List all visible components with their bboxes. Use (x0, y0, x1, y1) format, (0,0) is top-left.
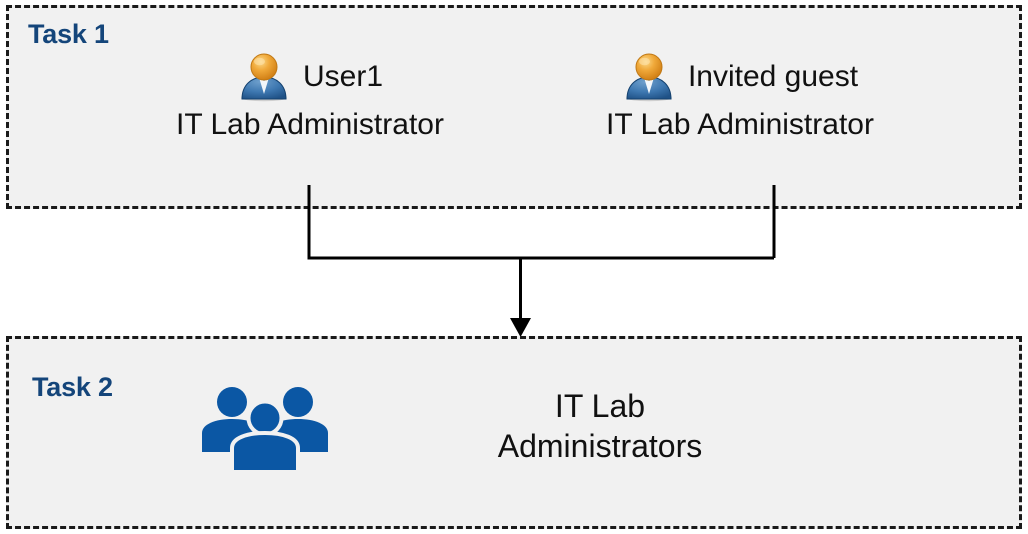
person-user1: User1 IT Lab Administrator (120, 50, 500, 140)
person-invited-guest-name: Invited guest (687, 60, 859, 93)
task-2-box (6, 336, 1022, 529)
group-row: IT Lab Administrators (200, 380, 980, 472)
task-2-label: Task 2 (32, 372, 113, 402)
group-name: IT Lab Administrators (497, 388, 703, 464)
task-1-label: Task 1 (28, 19, 109, 49)
arrow-down-icon (510, 318, 531, 337)
person-user1-row: User1 (120, 50, 500, 104)
person-invited-guest: Invited guest IT Lab Administrator (530, 50, 950, 140)
person-user1-name: User1 (302, 60, 384, 93)
user-group-icon (202, 387, 328, 472)
person-invited-guest-role: IT Lab Administrator (606, 108, 874, 141)
person-user1-role: IT Lab Administrator (176, 108, 444, 141)
user-icon (240, 53, 287, 102)
task-1-box (6, 5, 1022, 209)
user-icon (625, 53, 672, 102)
person-invited-guest-row: Invited guest (530, 50, 950, 104)
